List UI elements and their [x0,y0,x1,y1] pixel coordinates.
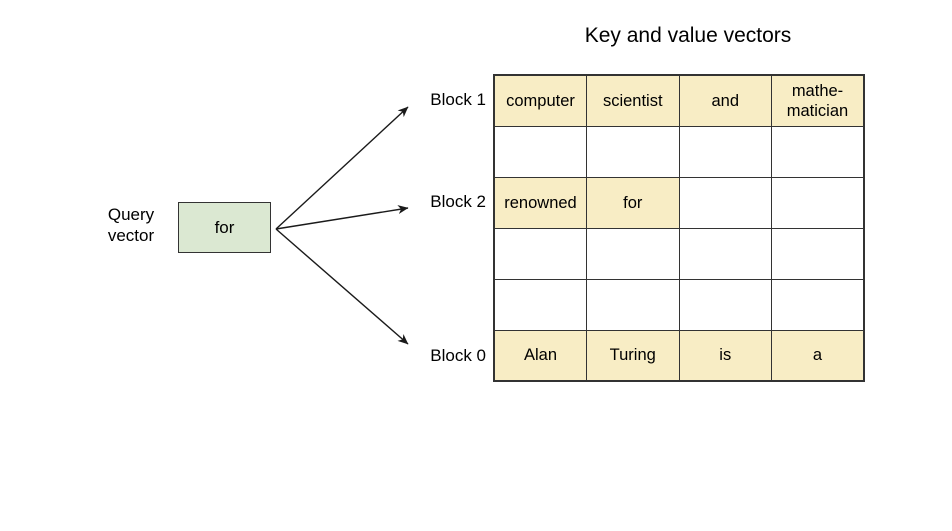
block-1-label: Block 1 [430,90,486,109]
token-cell: is [678,329,772,382]
token-cell: Alan [493,329,587,382]
token-cell: Turing [586,329,680,382]
empty-cell [771,125,865,178]
token-cell: and [678,74,772,127]
table-row [493,278,865,331]
query-vector-label: Query vector [107,205,155,245]
table-row [493,125,865,178]
empty-cell [493,278,587,331]
empty-cell [771,176,865,229]
table-row [493,227,865,280]
arrow-to-block-1 [275,106,409,230]
empty-cell [586,227,680,280]
block-2-label: Block 2 [430,192,486,211]
empty-cell [678,227,772,280]
token-cell: for [586,176,680,229]
empty-cell [586,278,680,331]
diagram-title: Key and value vectors [584,24,792,47]
arrow-to-block-2 [275,205,409,230]
token-cell: scientist [586,74,680,127]
empty-cell [678,176,772,229]
arrow-to-block-0 [275,228,409,345]
query-vector-value: for [214,217,235,237]
token-cell: computer [493,74,587,127]
empty-cell [771,278,865,331]
empty-cell [493,227,587,280]
empty-cell [493,125,587,178]
token-cell: renowned [493,176,587,229]
token-cell: mathe- matician [771,74,865,127]
empty-cell [678,278,772,331]
empty-cell [678,125,772,178]
token-cell: a [771,329,865,382]
empty-cell [586,125,680,178]
empty-cell [771,227,865,280]
query-vector-box: for [178,202,271,253]
block-0-label: Block 0 [430,346,486,365]
